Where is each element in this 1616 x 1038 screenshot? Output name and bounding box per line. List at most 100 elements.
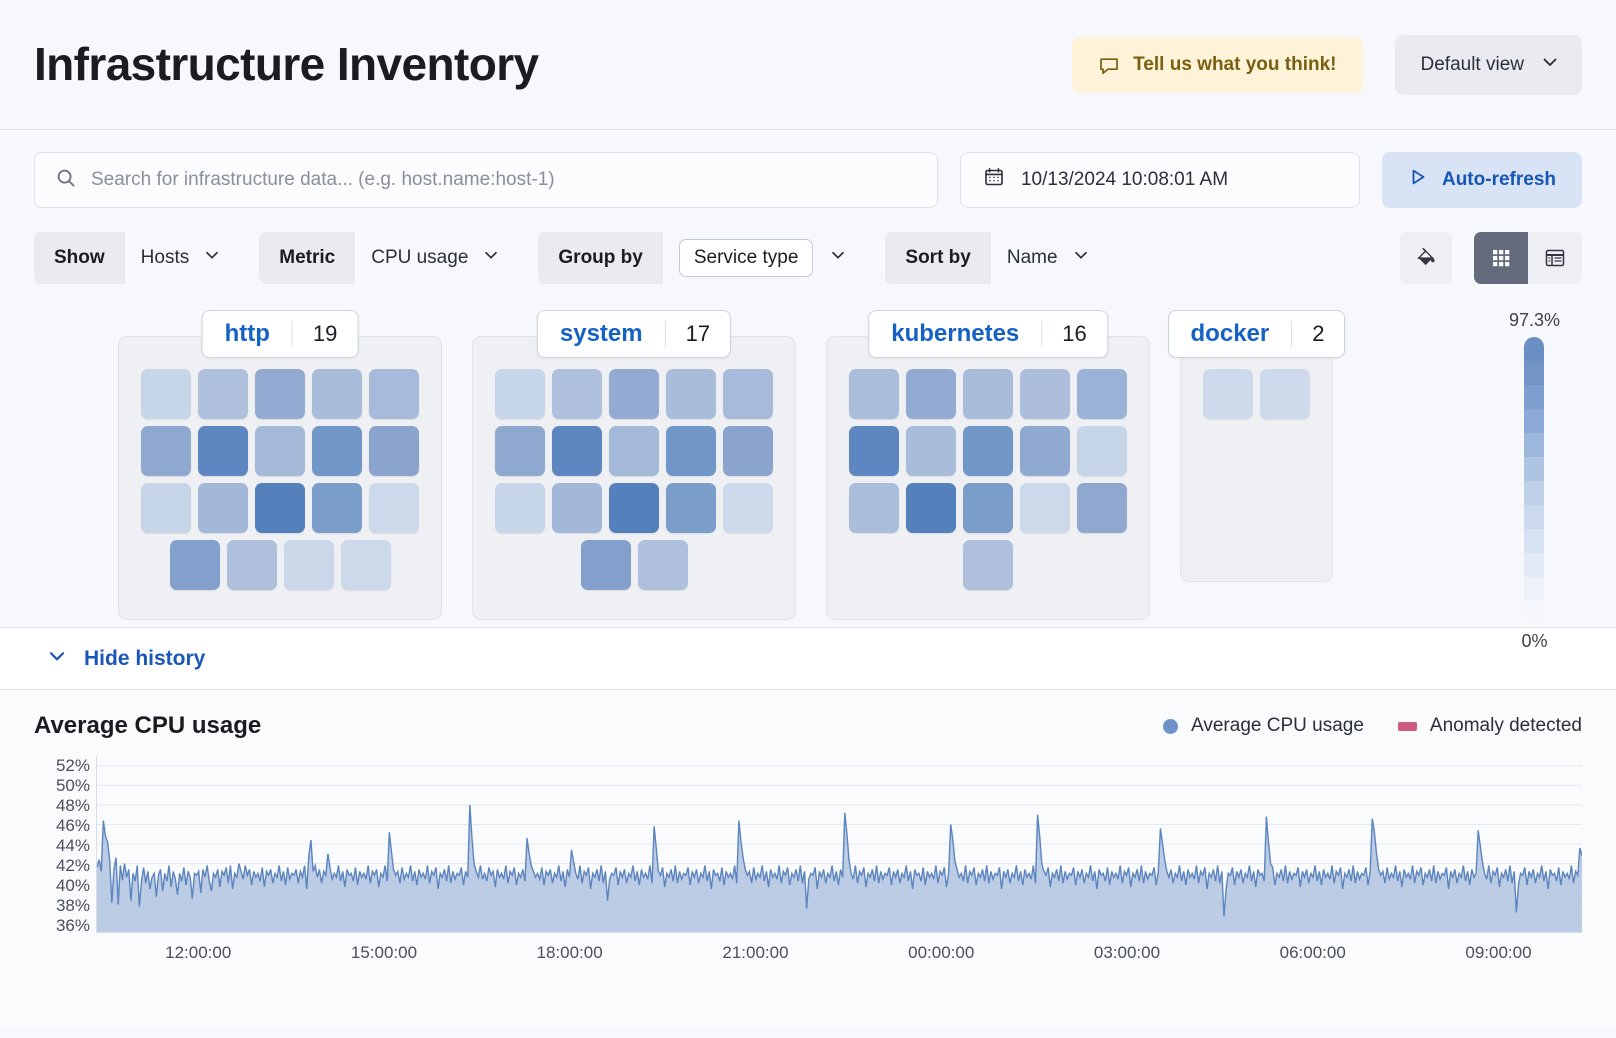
control-metric-value: CPU usage	[371, 247, 469, 268]
host-tile[interactable]	[906, 483, 956, 533]
host-tile[interactable]	[1203, 369, 1253, 419]
y-tick-label: 40%	[55, 876, 90, 895]
host-tile[interactable]	[963, 426, 1013, 476]
page-title: Infrastructure Inventory	[34, 38, 539, 91]
host-tile[interactable]	[141, 483, 191, 533]
host-tile[interactable]	[312, 426, 362, 476]
date-picker[interactable]: 10/13/2024 10:08:01 AM	[959, 152, 1360, 208]
host-tile[interactable]	[198, 483, 248, 533]
table-view-icon[interactable]	[1528, 232, 1582, 284]
view-controls	[1400, 232, 1582, 284]
host-tile[interactable]	[495, 369, 545, 419]
host-tile[interactable]	[226, 540, 277, 590]
host-tile[interactable]	[312, 369, 362, 419]
host-tile[interactable]	[906, 426, 956, 476]
host-tile[interactable]	[141, 426, 191, 476]
hide-history-toggle[interactable]: Hide history	[0, 628, 1616, 690]
search-input[interactable]: Search for infrastructure data... (e.g. …	[34, 152, 938, 208]
grid-view-icon[interactable]	[1474, 232, 1528, 284]
control-show-label: Show	[34, 232, 125, 284]
chart-line	[97, 805, 1582, 916]
host-tile[interactable]	[963, 483, 1013, 533]
x-tick-label: 03:00:00	[1093, 943, 1161, 962]
legend-step	[1524, 409, 1545, 433]
auto-refresh-button[interactable]: Auto-refresh	[1381, 152, 1582, 208]
host-tile[interactable]	[1077, 483, 1127, 533]
host-tile[interactable]	[637, 540, 688, 590]
group-name: docker	[1190, 320, 1270, 347]
host-tile[interactable]	[1020, 369, 1070, 419]
control-group-by-select[interactable]: Service type	[663, 232, 866, 284]
tile-row	[495, 540, 773, 590]
host-tile[interactable]	[666, 483, 716, 533]
legend-label: Anomaly detected	[1429, 715, 1582, 736]
host-tile[interactable]	[609, 369, 659, 419]
group-body	[472, 336, 796, 620]
host-tile[interactable]	[255, 369, 305, 419]
color-legend: 97.3% 0%	[1509, 310, 1560, 652]
tile-row	[849, 426, 1127, 476]
control-show-select[interactable]: Hosts	[125, 232, 240, 284]
host-tile[interactable]	[666, 426, 716, 476]
host-tile[interactable]	[340, 540, 391, 590]
legend-label: Average CPU usage	[1191, 715, 1364, 736]
legend-step	[1524, 337, 1545, 361]
host-tile[interactable]	[312, 483, 362, 533]
host-tile[interactable]	[495, 426, 545, 476]
host-tile[interactable]	[369, 369, 419, 419]
host-tile[interactable]	[552, 426, 602, 476]
legend-step	[1524, 553, 1545, 577]
date-value: 10/13/2024 10:08:01 AM	[1020, 169, 1229, 190]
page-header: Infrastructure Inventory Tell us what yo…	[0, 0, 1616, 130]
host-tile[interactable]	[849, 369, 899, 419]
host-tile[interactable]	[1020, 426, 1070, 476]
host-tile[interactable]	[963, 369, 1013, 419]
control-sort-by-select[interactable]: Name	[991, 232, 1108, 284]
group-name: kubernetes	[891, 320, 1020, 347]
host-tile[interactable]	[369, 483, 419, 533]
legend-step	[1524, 601, 1545, 625]
tile-row	[849, 483, 1127, 533]
host-tile[interactable]	[1077, 426, 1127, 476]
host-tile[interactable]	[1260, 369, 1310, 419]
host-tile[interactable]	[666, 369, 716, 419]
feedback-button[interactable]: Tell us what you think!	[1072, 36, 1363, 93]
host-tile[interactable]	[369, 426, 419, 476]
host-tile[interactable]	[849, 483, 899, 533]
host-tile[interactable]	[906, 369, 956, 419]
host-tile[interactable]	[283, 540, 334, 590]
host-tile[interactable]	[963, 540, 1013, 590]
host-tile[interactable]	[723, 483, 773, 533]
y-tick-label: 44%	[55, 836, 90, 855]
paint-bucket-icon[interactable]	[1400, 232, 1452, 284]
host-tile[interactable]	[255, 483, 305, 533]
host-tile[interactable]	[1020, 483, 1070, 533]
host-tile[interactable]	[169, 540, 220, 590]
host-tile[interactable]	[723, 426, 773, 476]
host-tile[interactable]	[849, 426, 899, 476]
host-tile[interactable]	[609, 483, 659, 533]
host-tile[interactable]	[198, 426, 248, 476]
host-tile[interactable]	[580, 540, 631, 590]
host-tile[interactable]	[1077, 369, 1127, 419]
chart-title: Average CPU usage	[34, 712, 262, 739]
host-tile[interactable]	[198, 369, 248, 419]
host-tile[interactable]	[609, 426, 659, 476]
default-view-select[interactable]: Default view	[1394, 34, 1582, 95]
legend-item-anomaly-detected: Anomaly detected	[1397, 715, 1582, 737]
plot-area[interactable]	[96, 756, 1582, 933]
controls-row: Show Hosts Metric CPU usage Group by Ser…	[34, 232, 1582, 284]
host-tile[interactable]	[552, 483, 602, 533]
control-metric-select[interactable]: CPU usage	[355, 232, 518, 284]
host-tile[interactable]	[552, 369, 602, 419]
cpu-usage-area-chart	[97, 756, 1582, 932]
host-tile[interactable]	[141, 369, 191, 419]
chart-legend: Average CPU usage Anomaly detected	[1163, 715, 1582, 737]
host-tile[interactable]	[495, 483, 545, 533]
host-tile[interactable]	[255, 426, 305, 476]
host-tile[interactable]	[723, 369, 773, 419]
